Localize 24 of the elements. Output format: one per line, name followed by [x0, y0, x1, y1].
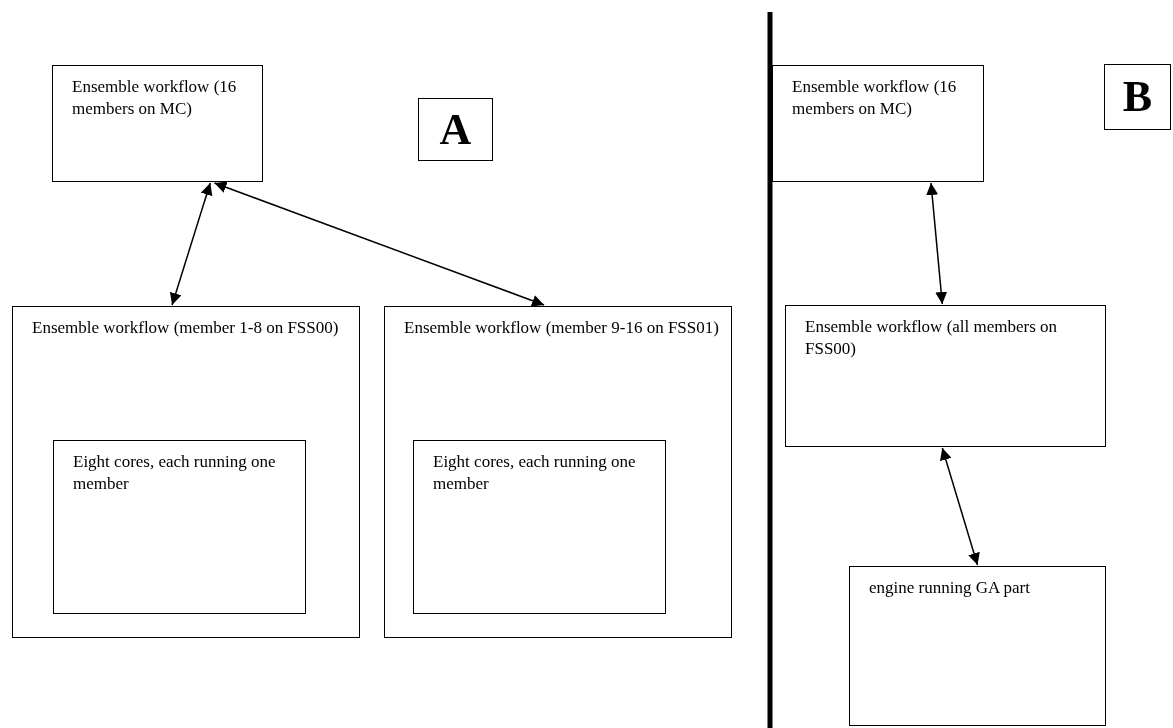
node-text: Ensemble workflow (member 9-16 on FSS01)	[404, 317, 720, 339]
arrow	[926, 182, 948, 305]
process-box	[53, 440, 306, 614]
process-box	[849, 566, 1106, 726]
panel-letter: B	[1121, 71, 1154, 123]
node-text: Ensemble workflow (all members on FSS00)	[805, 316, 1059, 360]
arrow	[169, 182, 213, 306]
process-box	[384, 306, 732, 638]
process-box	[785, 305, 1106, 447]
node-text: Ensemble workflow (16 members on MC)	[792, 76, 958, 120]
node-text: Eight cores, each running one member	[73, 451, 277, 495]
node-text: Eight cores, each running one member	[433, 451, 637, 495]
node-text: engine running GA part	[869, 577, 1031, 599]
panel-label-box	[1104, 64, 1171, 130]
panel-label-box	[418, 98, 493, 161]
panel-letter: A	[438, 103, 473, 156]
node-text: Ensemble workflow (16 members on MC)	[72, 76, 238, 120]
node-text: Ensemble workflow (member 1-8 on FSS00)	[32, 317, 340, 339]
arrow	[940, 447, 980, 566]
process-box	[413, 440, 666, 614]
process-box	[772, 65, 984, 182]
process-box	[52, 65, 263, 182]
arrow	[213, 181, 545, 307]
process-box	[12, 306, 360, 638]
